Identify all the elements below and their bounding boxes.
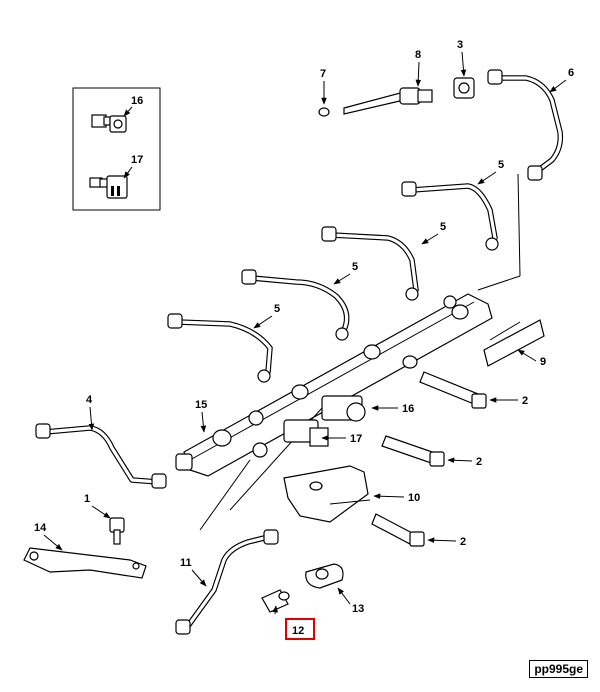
callout-10: 10 — [408, 492, 420, 504]
callout-5d: 5 — [274, 303, 280, 315]
bolt-1 — [109, 517, 125, 545]
callout-4: 4 — [86, 394, 93, 406]
bracket-14 — [23, 547, 147, 579]
sensor-17 — [283, 419, 329, 447]
callout-16: 16 — [402, 403, 414, 415]
callout-12-highlight — [285, 618, 315, 640]
fuel-lines — [35, 69, 564, 635]
inset-callout-16: 16 — [131, 95, 143, 107]
inset-callout-17: 17 — [131, 154, 143, 166]
inset-sensor-16 — [91, 114, 127, 133]
bolts-2 — [371, 371, 487, 547]
bracket-10 — [283, 465, 371, 523]
clip-13 — [305, 563, 344, 589]
callout-13: 13 — [352, 603, 364, 615]
sensor-16 — [321, 395, 366, 422]
inset-box — [72, 87, 161, 211]
callout-2a: 2 — [522, 395, 528, 407]
fuel-rail — [175, 173, 521, 531]
callout-15: 15 — [195, 399, 207, 411]
callout-2b: 2 — [476, 456, 482, 468]
reference-code: pp995ge — [529, 660, 588, 678]
seal-7 — [318, 107, 330, 117]
callout-6: 6 — [568, 67, 574, 79]
callout-3: 3 — [457, 39, 463, 51]
callout-5a: 5 — [498, 159, 504, 171]
callout-7: 7 — [320, 68, 326, 80]
gasket-9 — [483, 319, 545, 367]
callout-12: 12 — [292, 625, 304, 637]
callout-11: 11 — [180, 557, 192, 569]
callout-9: 9 — [540, 356, 546, 368]
callout-14: 14 — [34, 522, 47, 534]
injector-8 — [343, 87, 433, 115]
nut-3 — [453, 77, 475, 99]
callout-8: 8 — [415, 49, 421, 61]
spacer-12 — [261, 589, 290, 613]
callout-1: 1 — [84, 493, 90, 505]
inset-sensor-17 — [89, 175, 128, 199]
callout-17: 17 — [350, 433, 362, 445]
callout-2c: 2 — [460, 536, 466, 548]
callout-5b: 5 — [440, 221, 446, 233]
callout-5c: 5 — [352, 261, 358, 273]
